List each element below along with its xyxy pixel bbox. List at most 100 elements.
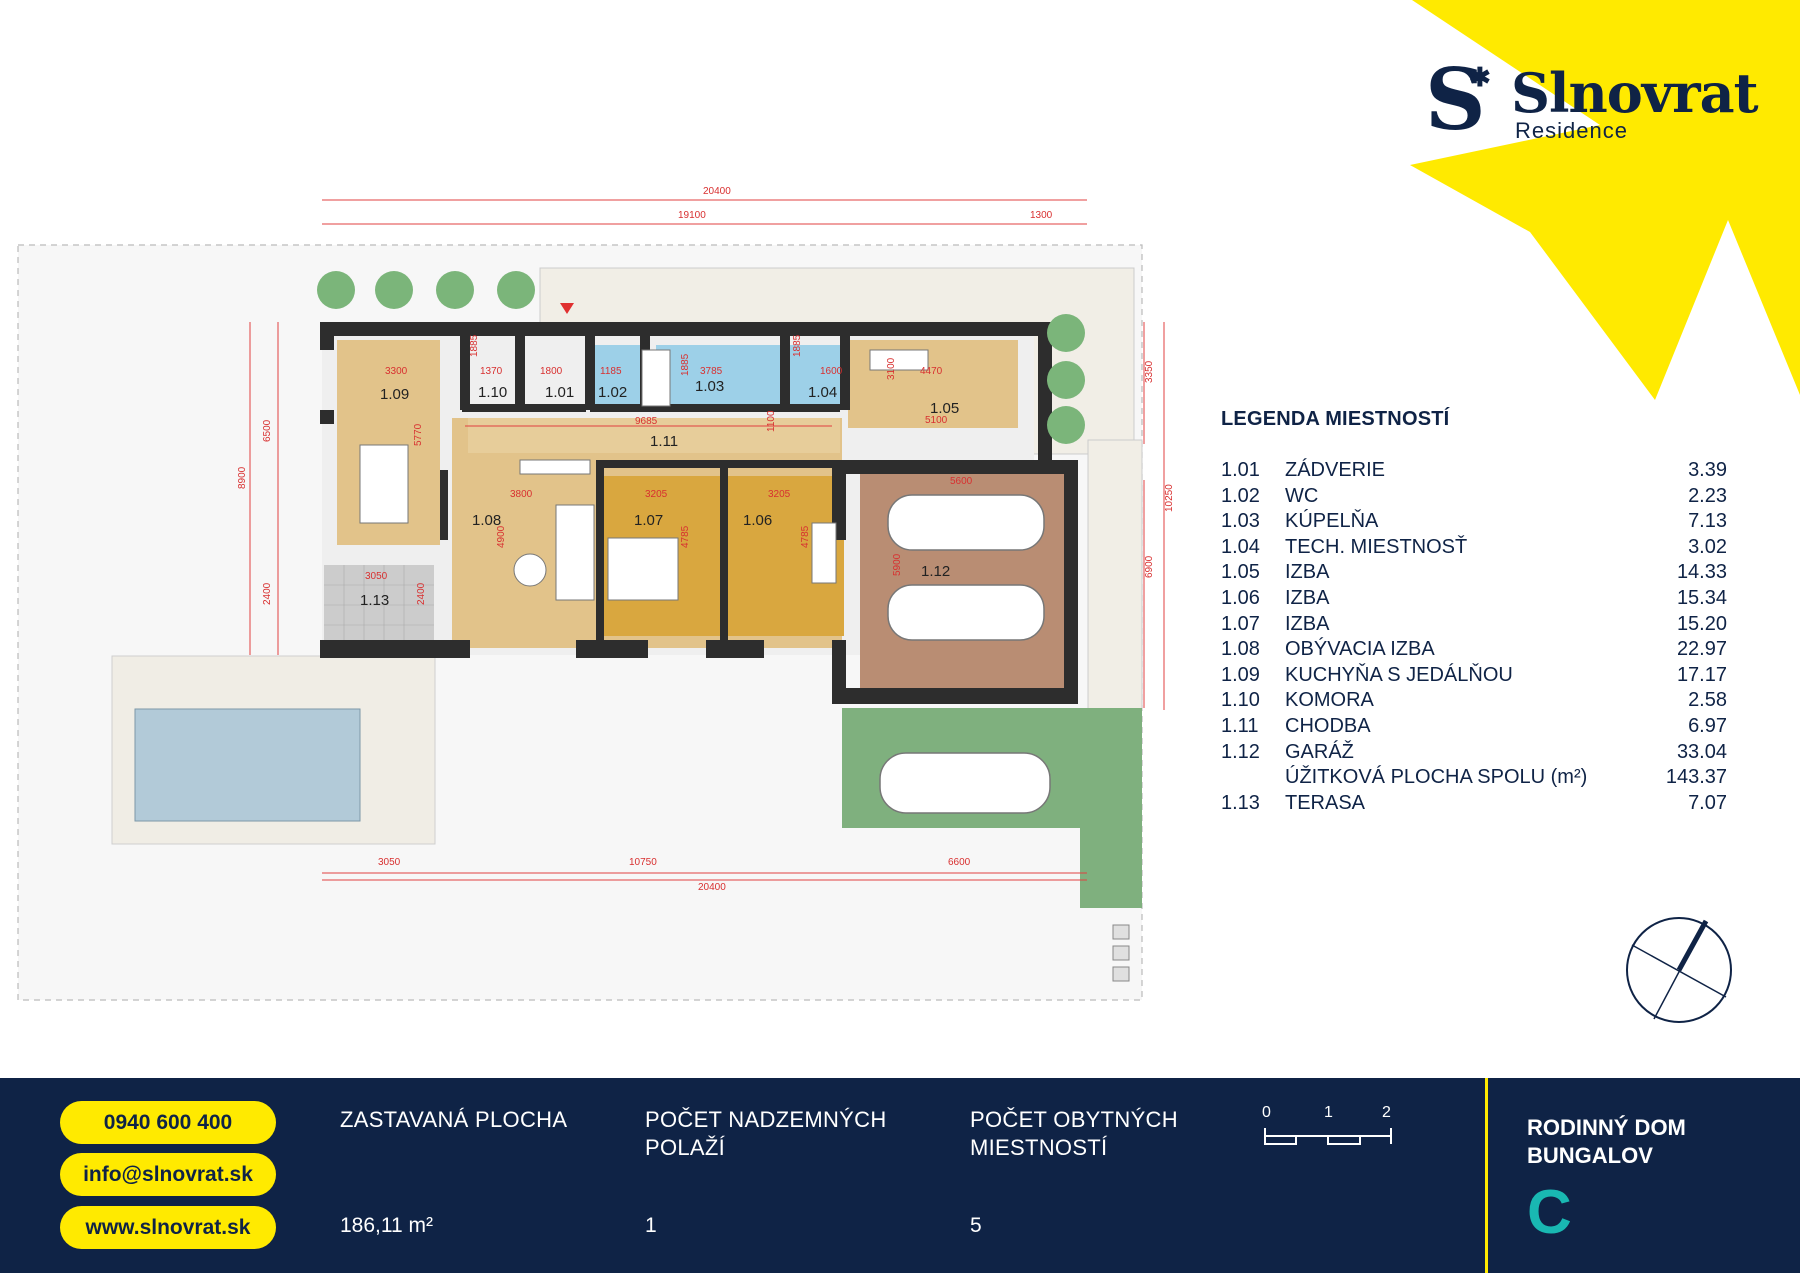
legend-code: 1.08 [1221,638,1260,661]
legend-room-name: KÚPELŇA [1285,510,1379,533]
floors-value: 1 [645,1214,657,1237]
scale-tick-0: 0 [1262,1104,1271,1121]
legend-room-name: TECH. MIESTNOSŤ [1285,535,1468,558]
house-type-letter: C [1527,1178,1572,1247]
legend-code: 1.09 [1221,663,1260,686]
dimension-label: 6500 [262,419,273,442]
legend-row: 1.06 IZBA 15.34 [1221,587,1727,613]
legend-code: 1.07 [1221,612,1260,635]
legend-code: 1.05 [1221,561,1260,584]
legend-room-name: WC [1285,484,1319,507]
legend-room-area: 6.97 [1688,714,1727,737]
house-title: RODINNÝ DOM BUNGALOV [1527,1114,1686,1170]
room-label: 1.06 [743,512,773,529]
legend-room-area: 7.13 [1688,510,1727,533]
dimension-label: 20400 [698,882,726,893]
legend-row: 1.10 KOMORA 2.58 [1221,689,1727,715]
dimension-label: 3050 [378,857,401,868]
footer-bar: 0940 600 400 info@slnovrat.sk www.slnovr… [0,1078,1800,1273]
legend-room-name: GARÁŽ [1285,740,1354,763]
logo-s-mark: S [1425,50,1486,149]
legend-room-area: 33.04 [1676,740,1727,763]
dimension-label: 3100 [886,357,897,380]
dimension-label: 6600 [948,857,971,868]
dimension-label: 6900 [1144,555,1155,578]
dimension-label: 8900 [237,466,248,489]
scale-tick-1: 1 [1324,1104,1333,1121]
dimension-label: 3050 [365,571,388,582]
logo-name: Slnovrat [1511,61,1759,125]
dimension-label: 1600 [820,366,843,377]
phone-link[interactable]: 0940 600 400 [60,1101,276,1144]
room-label: 1.09 [380,386,410,403]
floors-block: POČET NADZEMNÝCH POLAŽÍ [645,1106,887,1162]
legend-code: 1.04 [1221,535,1260,558]
dimension-label: 10250 [1164,484,1175,512]
legend-room-area: 17.17 [1676,663,1727,686]
dimension-label: 1100 [766,410,777,432]
dimension-label: 1800 [540,366,563,377]
dimension-label: 1185 [600,366,622,377]
dimension-label: 3205 [645,489,668,500]
legend-room-area: 22.97 [1676,638,1727,661]
legend-room-name: ZÁDVERIE [1285,459,1386,481]
room-label: 1.08 [472,512,502,529]
legend-code: 1.13 [1221,791,1260,814]
legend-code: 1.03 [1221,510,1260,533]
room-label: 1.10 [478,384,508,401]
built-area-block: ZASTAVANÁ PLOCHA [340,1106,567,1134]
floors-label-line2: POLAŽÍ [645,1135,726,1160]
legend-room-name: IZBA [1285,586,1330,609]
dimension-label: 4785 [680,525,691,548]
legend-room-area: 15.34 [1676,586,1727,609]
dimension-label: 4785 [800,525,811,548]
dimension-label: 2400 [262,582,273,605]
dimension-label: 3350 [1144,360,1155,383]
dimension-label: 1885 [792,334,803,357]
room-label: 1.13 [360,592,390,609]
dimension-label: 5600 [950,476,973,487]
dimension-label: 1300 [1030,210,1053,221]
legend-room-area: 2.58 [1688,689,1727,712]
legend-room-name: KUCHYŇA S JEDÁLŇOU [1285,663,1513,686]
room-label: 1.07 [634,512,664,529]
email-link[interactable]: info@slnovrat.sk [60,1153,276,1196]
legend-row: 1.09 KUCHYŇA S JEDÁLŇOU 17.17 [1221,664,1727,690]
dimension-label: 9685 [635,416,658,427]
dimension-label: 1885 [680,353,691,376]
footer-divider [1485,1078,1488,1273]
dimension-label: 19100 [678,210,706,221]
built-area-label: ZASTAVANÁ PLOCHA [340,1107,568,1132]
website-link[interactable]: www.slnovrat.sk [60,1206,276,1249]
house-title-line1: RODINNÝ DOM [1527,1115,1686,1140]
dimension-label: 4470 [920,366,943,377]
room-label: 1.03 [695,378,725,395]
dimension-label: 3205 [768,489,791,500]
legend-code: 1.06 [1221,586,1260,609]
dimension-label: 20400 [703,186,731,197]
room-label: 1.05 [930,400,960,417]
rooms-label-line2: MIESTNOSTÍ [970,1135,1108,1160]
legend-room-area: 3.39 [1688,459,1727,481]
rooms-label-line1: POČET OBYTNÝCH [970,1107,1178,1132]
room-label: 1.01 [545,384,575,401]
legend-room-name: ÚŽITKOVÁ PLOCHA SPOLU (m²) [1285,766,1588,789]
scale-tick-2: 2 [1382,1104,1391,1121]
legend-row: ÚŽITKOVÁ PLOCHA SPOLU (m²)143.37 [1221,766,1727,792]
legend-room-name: KOMORA [1285,689,1374,712]
dimension-label: 1370 [480,366,503,377]
room-label: 1.04 [808,384,838,401]
legend-title: LEGENDA MIESTNOSTÍ [1221,408,1450,430]
legend-code: 1.10 [1221,689,1260,712]
